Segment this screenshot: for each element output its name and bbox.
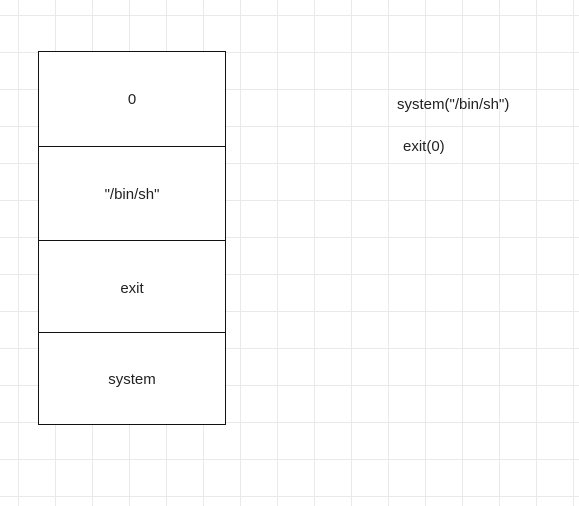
stack-diagram: 0 "/bin/sh" exit system: [38, 51, 226, 425]
note-exit-call: exit(0): [403, 138, 445, 155]
stack-cell-label: system: [108, 371, 156, 388]
stack-cell-label: exit: [120, 279, 144, 297]
note-system-call: system("/bin/sh"): [397, 96, 510, 113]
stack-cell-top: 0: [39, 52, 225, 146]
stack-cell-binsh: "/bin/sh": [39, 146, 225, 241]
stack-cell-system: system: [39, 332, 225, 426]
stack-cell-label: "/bin/sh": [104, 185, 160, 203]
stack-cell-exit: exit: [39, 240, 225, 335]
stack-cell-label: 0: [127, 90, 137, 108]
